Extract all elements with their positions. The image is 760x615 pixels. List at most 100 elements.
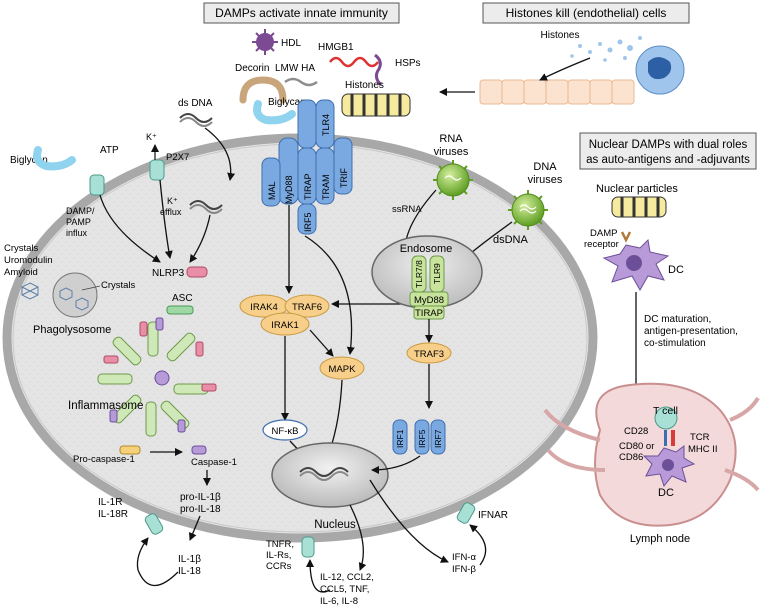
histones-icon [341,93,411,117]
phagolysosome-label: Phagolysosome [33,324,111,336]
nfkb-label: NF-κB [272,426,299,437]
arrow-dsdna-in [204,127,236,181]
dna-viruses-label-2: viruses [528,174,563,186]
hsps-icon [374,53,383,87]
pro-caspase-icon [119,445,141,455]
arrow-proil-down [189,515,201,541]
header-damps: DAMPs activate innate immunity [203,2,400,24]
crystals-label-1: Crystals [4,243,39,254]
crystals-inside-icon [59,287,89,311]
irf1-label: IRF1 [395,429,405,448]
phagolysosome [52,272,98,318]
dying-neutrophil [570,36,685,95]
il1r-label: IL-1R [98,497,122,508]
nfkb-node [262,419,308,441]
arrow-irf-to-nucleus [371,455,421,474]
ds-dna-label: ds DNA [178,98,213,109]
il1b-label: IL-1β [178,554,201,565]
hdl-label: HDL [281,38,301,49]
rna-viruses-label-1: RNA [439,133,463,145]
nucleus-dna-icon [299,467,349,477]
tirap-label: TIRAP [303,173,313,200]
tlr4-label: TLR4 [321,114,331,136]
nuclear-particles-icon [611,196,667,218]
t-cell-label: T cell [653,405,678,417]
nucleus-dna-strand-2 [299,471,349,481]
svg-text:as auto-antigens and -adjuvant: as auto-antigens and -adjuvants [586,154,750,166]
arrow-il1-loop [136,537,179,587]
traf3-node [406,342,452,364]
crystals-inside-label: Crystals [101,280,136,291]
svg-text:Nuclear DAMPs with dual roles: Nuclear DAMPs with dual roles [589,139,748,151]
ds-dna-icon [179,113,213,123]
il18r-label: IL-18R [98,509,128,520]
traf6-node [284,294,330,318]
nlrp3-icon [186,266,208,278]
traf6-label: TRAF6 [292,302,322,313]
tlr9-label: TLR9 [432,263,442,284]
damp-influx-label-3: influx [66,228,88,238]
mal-label: MAL [267,181,277,200]
header-nuclear-damps: Nuclear DAMPs with dual roles as auto-an… [579,132,757,170]
maturation-label-1: DC maturation, [644,314,711,325]
arrow-nucleus-to-ifn [369,479,449,563]
endothelial-cells [479,79,635,105]
tlr4-complex [261,99,353,235]
ds-dna-inside-strand-2 [189,204,223,214]
mhc-label: MHC II [688,444,718,455]
inflammasome-icon [97,317,217,437]
caspase-icon [191,445,207,455]
arrow-cytokine-loop [306,559,331,593]
maturation-label-2: antigen-presentation, [644,326,738,337]
damp-influx-label-1: DAMP/ [66,206,95,216]
synapse-tcr [671,430,675,446]
il1r-receptor [144,513,164,535]
crystals-pointer [81,285,101,291]
arrow-histones-to-endothelium [539,57,591,81]
irak4-label: IRAK4 [250,302,277,313]
histones-ligand-label: Histones [345,80,384,91]
dc-lymph-label: DC [658,487,674,499]
biglycan-top-icon [253,100,296,125]
svg-text:DAMPs activate innate immunity: DAMPs activate innate immunity [215,6,388,20]
biglycan-left-label: Biglycan [10,155,48,166]
crystals-label-3: Amyloid [4,267,38,278]
asc-label: ASC [172,293,193,304]
arrow-tlr4-to-mapk [304,235,355,355]
p2x7-label: P2X7 [166,152,189,163]
ds-dna-inside-icon [189,200,223,210]
cd80-label: CD80 or [619,441,654,452]
dc-nucleus [626,255,642,271]
il18-label: IL-18 [178,566,201,577]
cytokines-label-3: IL-6, IL-8 [320,596,358,607]
arrow-nucleus-to-cytokines [349,504,367,571]
pro-il1b-label: pro-IL-1β [180,492,221,503]
asc-icon [166,305,194,315]
irak1-label: IRAK1 [271,320,298,331]
ilrs-label: IL-Rs, [266,550,291,561]
irf1-box [392,419,408,455]
traf3-label: TRAF3 [414,349,444,360]
damp-influx-label-2: PAMP [66,217,91,227]
k-plus-label: K⁺ [146,132,157,142]
ds-dna-strand-2 [179,117,213,127]
nucleus [271,442,389,508]
nuclear-particles-label: Nuclear particles [596,183,678,195]
arrow-p2x7-to-nlrp3 [99,194,161,263]
endo-myd88-label: MyD88 [414,295,444,306]
caspase-label: Caspase-1 [191,457,237,468]
tram-label: TRAM [321,175,331,201]
ifnar-receptor [456,502,476,524]
inflammasome-label: Inflammasome [68,400,143,412]
cd28-label: CD28 [624,426,648,437]
biglycan-top-label: Biglycan [268,97,306,108]
ifnar-label: IFNAR [478,510,508,521]
cd86-label: CD86 [619,452,643,463]
decorin-icon [239,76,287,104]
arrow-k-to-nlrp3 [159,179,173,259]
ifna-label: IFN-α [452,552,476,563]
irf5-label: IRF5 [417,429,427,448]
cytokines-label-2: CCL5, TNF, [320,584,369,595]
arrow-irak-to-mapk [309,329,334,357]
